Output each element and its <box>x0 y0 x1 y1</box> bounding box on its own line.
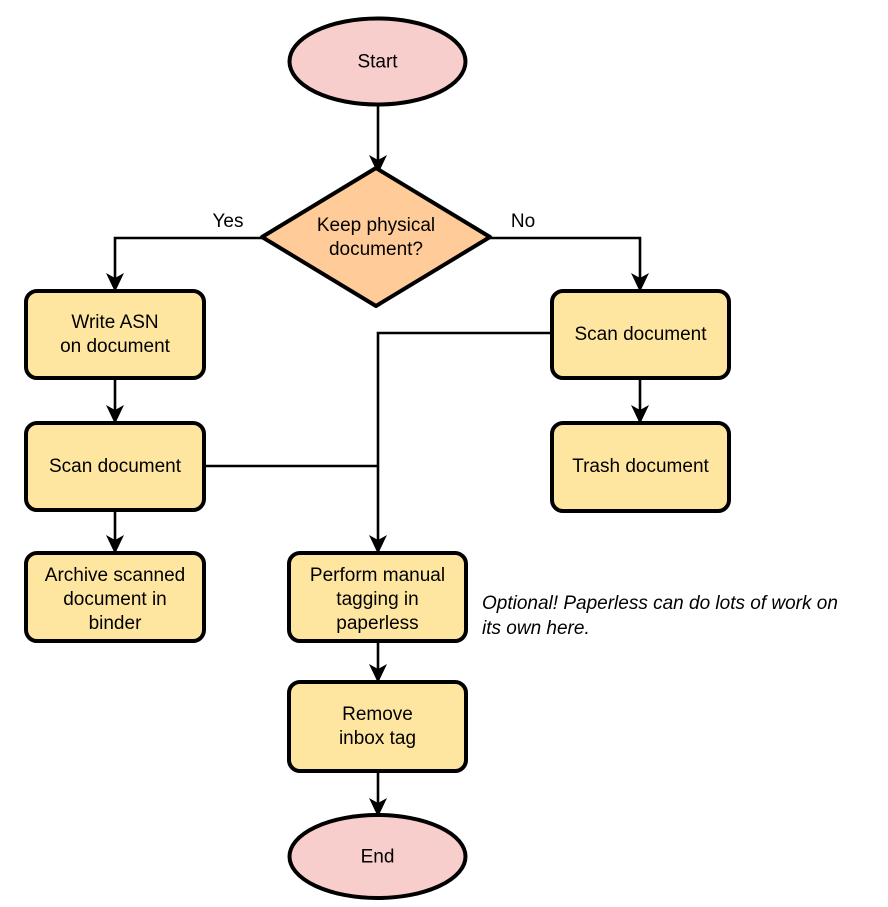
arrowhead-icon <box>631 273 649 292</box>
node-end-shape[interactable] <box>287 813 468 900</box>
edge-label-yes: Yes <box>213 211 244 232</box>
node-archive-label-line2: document in <box>63 589 167 610</box>
node-start-shape[interactable] <box>287 16 468 107</box>
arrowhead-icon <box>631 405 649 424</box>
node-trash-document-label: Trash document <box>572 456 709 477</box>
edge-scan-right-to-tagging <box>369 331 552 554</box>
node-remove-inbox-tag[interactable]: Remove inbox tag <box>287 680 468 773</box>
node-start-label: Start <box>357 52 398 73</box>
edge-start-to-decision <box>369 105 387 174</box>
node-perform-manual-tagging[interactable]: Perform manual tagging in paperless <box>287 551 468 643</box>
edge-tagging-to-remove-inbox <box>369 641 387 683</box>
node-archive-label-line1: Archive scanned <box>45 565 185 586</box>
node-archive-shape[interactable] <box>24 551 206 643</box>
node-write-asn[interactable]: Write ASN on document <box>24 289 206 380</box>
annotation-optional-note-line1: Optional! Paperless can do lots of work … <box>482 593 838 614</box>
node-trash-document-shape[interactable] <box>550 421 731 513</box>
node-tagging-label-line2: tagging in <box>336 589 418 610</box>
node-write-asn-shape[interactable] <box>24 289 206 380</box>
arrowhead-icon <box>106 273 124 292</box>
edge-label-no: No <box>511 211 535 232</box>
node-scan-document-left-label: Scan document <box>49 456 182 477</box>
edge-line <box>113 236 262 281</box>
node-end[interactable]: End <box>287 813 468 900</box>
node-scan-document-left[interactable]: Scan document <box>24 421 206 512</box>
edge-scan-right-to-trash <box>631 378 649 424</box>
edge-decision-no-to-scan-right <box>490 236 649 292</box>
node-archive-scanned-document[interactable]: Archive scanned document in binder <box>24 551 206 643</box>
edge-line <box>376 331 552 543</box>
node-write-asn-label-line1: Write ASN <box>71 312 158 333</box>
arrowhead-icon <box>369 535 387 554</box>
node-remove-inbox-tag-label-line2: inbox tag <box>339 728 416 749</box>
arrowhead-icon <box>369 664 387 683</box>
node-remove-inbox-tag-label-line1: Remove <box>342 704 413 725</box>
arrowhead-icon <box>106 535 124 554</box>
arrowhead-icon <box>106 405 124 424</box>
node-scan-document-right[interactable]: Scan document <box>550 289 731 380</box>
node-write-asn-label-line2: on document <box>60 336 171 357</box>
node-decision-shape[interactable] <box>260 166 492 308</box>
edge-write-asn-to-scan-left <box>106 378 124 424</box>
annotation-optional-note: Optional! Paperless can do lots of work … <box>482 593 838 639</box>
node-scan-document-right-label: Scan document <box>574 324 707 345</box>
edge-scan-left-to-archive <box>106 511 124 554</box>
node-decision-label-line2: document? <box>329 239 423 260</box>
edge-decision-yes-to-write-asn <box>106 236 262 292</box>
node-tagging-label-line1: Perform manual <box>310 565 445 586</box>
node-trash-document[interactable]: Trash document <box>550 421 731 513</box>
node-decision-keep-physical-document[interactable]: Keep physical document? <box>260 166 492 308</box>
arrowhead-icon <box>369 798 387 817</box>
node-scan-document-right-shape[interactable] <box>550 289 731 380</box>
annotation-optional-note-line2: its own here. <box>482 618 590 639</box>
node-start[interactable]: Start <box>287 16 468 107</box>
node-tagging-label-line3: paperless <box>336 613 418 634</box>
edge-line <box>490 236 642 281</box>
node-scan-document-left-shape[interactable] <box>24 421 206 512</box>
arrowhead-icon <box>369 155 387 174</box>
node-remove-inbox-tag-shape[interactable] <box>287 680 468 773</box>
node-archive-label-line3: binder <box>89 613 142 634</box>
node-tagging-shape[interactable] <box>287 551 468 643</box>
node-decision-label-line1: Keep physical <box>317 215 435 236</box>
node-end-label: End <box>361 847 395 868</box>
edge-remove-inbox-to-end <box>369 771 387 817</box>
